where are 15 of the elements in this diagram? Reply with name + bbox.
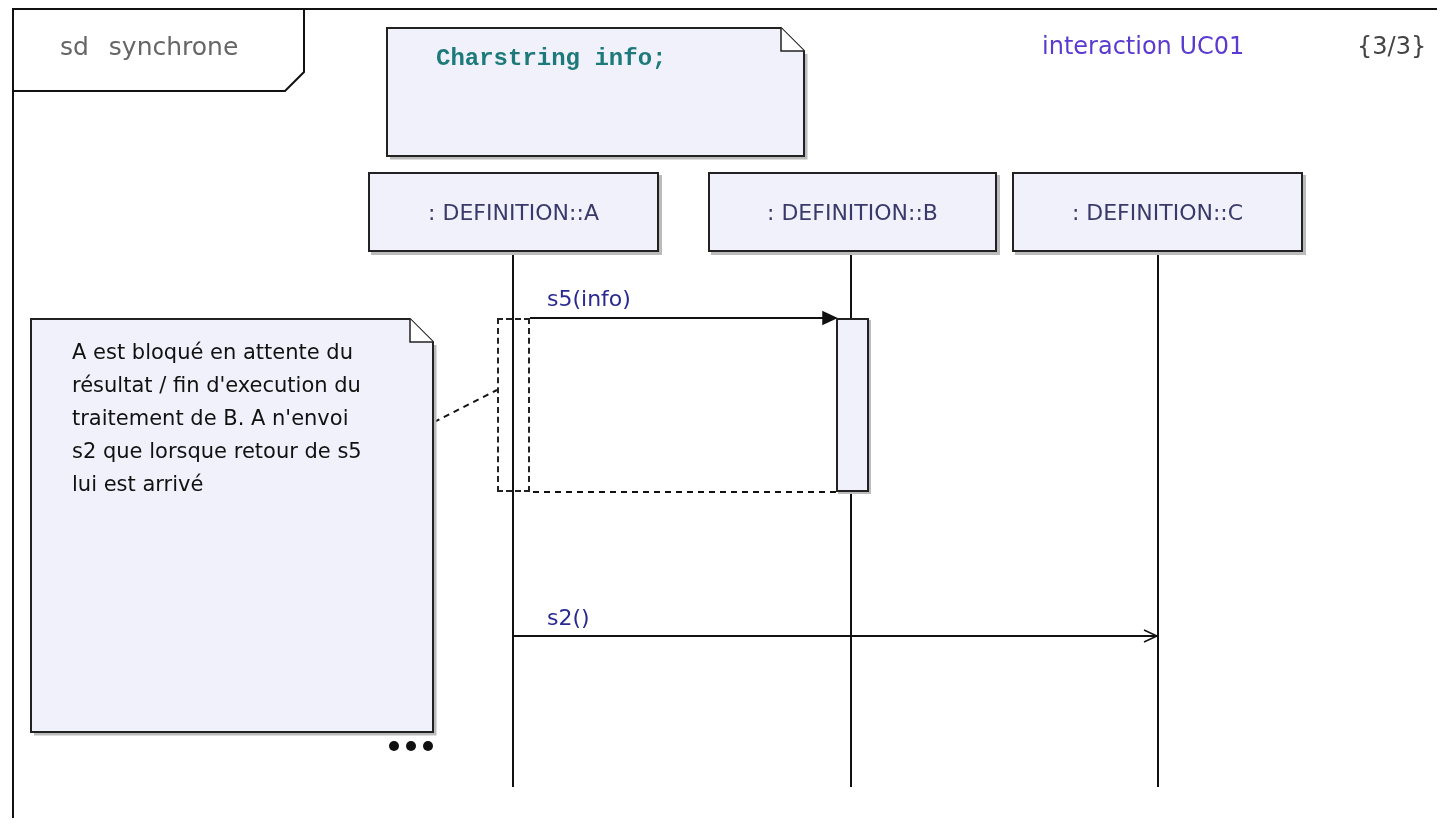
lifeline xyxy=(1157,252,1159,787)
message-arrow xyxy=(529,311,837,325)
activation-bar xyxy=(836,318,869,492)
lifeline xyxy=(850,252,852,787)
lifeline-head: : DEFINITION::C xyxy=(1012,172,1303,252)
page-number: {3/3} xyxy=(1357,32,1427,60)
lifeline-head: : DEFINITION::A xyxy=(368,172,659,252)
comment-note: A est bloqué en attente du résultat / fin d'execution du traitement de B. A n'envoi s2 que lorsque retour de s5 lui est arrivé xyxy=(30,318,434,733)
diagram-frame xyxy=(12,8,1437,818)
declaration-note: Charstring info; xyxy=(386,27,805,157)
lifeline xyxy=(512,252,514,787)
diagram-name: interaction UC01 xyxy=(1042,32,1245,60)
lifeline-head: : DEFINITION::B xyxy=(708,172,997,252)
frame-tab: sd synchrone xyxy=(14,10,305,92)
message-arrow xyxy=(513,629,1158,643)
